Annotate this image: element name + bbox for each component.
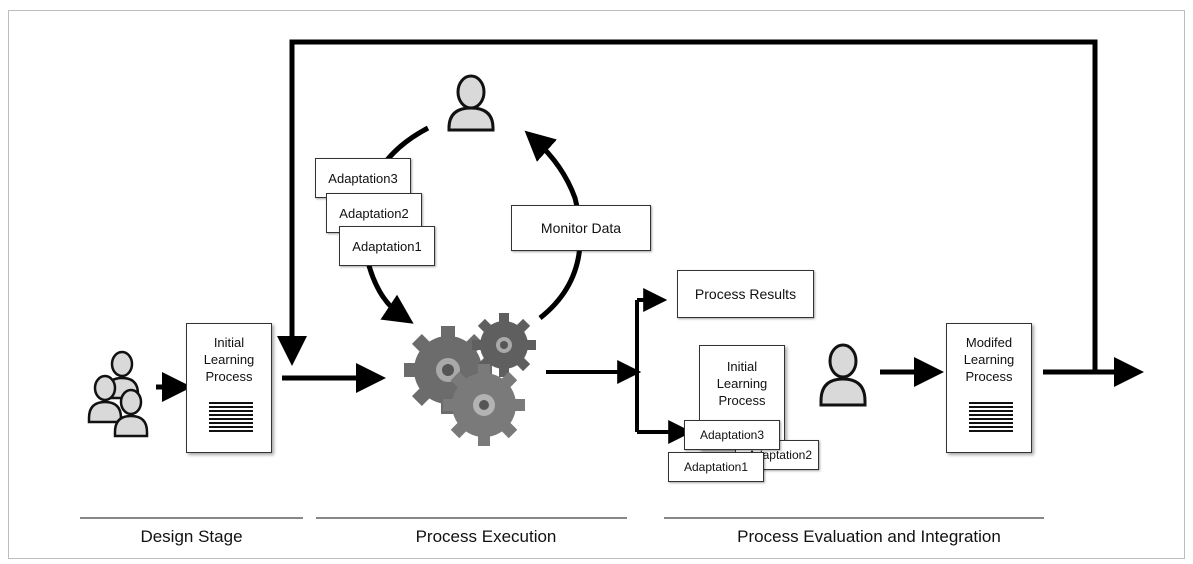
evaluator-person-icon <box>819 343 867 407</box>
modified-process-title: Modifed Learning Process <box>963 335 1015 384</box>
adaptation2-label: Adaptation2 <box>339 205 409 221</box>
result-process-title: Initial Learning Process <box>716 359 768 408</box>
evaluation-stage-label: Process Evaluation and Integration <box>737 527 1001 546</box>
modified-process-document: Modifed Learning Process <box>946 323 1032 453</box>
result-adaptation3-label: Adaptation3 <box>699 428 765 442</box>
monitor-data-box: Monitor Data <box>511 205 651 251</box>
designer-group-icon <box>87 350 149 438</box>
initial-process-document: Initial Learning Process <box>186 323 272 453</box>
process-results-label: Process Results <box>694 286 797 302</box>
process-results-box: Process Results <box>677 270 814 318</box>
gears-icon <box>404 313 536 446</box>
initial-process-barcode <box>209 402 253 434</box>
design-stage-line <box>80 517 303 519</box>
modified-process-barcode <box>969 402 1013 434</box>
evaluation-stage-line <box>664 517 1044 519</box>
result-adaptation3-card: Adaptation3 <box>684 420 780 450</box>
diagram-frame <box>8 10 1185 559</box>
adaptation1-label: Adaptation1 <box>352 238 422 254</box>
adaptation3-card: Adaptation3 <box>315 158 411 198</box>
adaptation1-card: Adaptation1 <box>339 226 435 266</box>
execution-stage-label: Process Execution <box>415 527 557 546</box>
cycle-right-arrow <box>524 130 583 320</box>
feedback-loop-arrow <box>277 39 1098 372</box>
adaptation3-label: Adaptation3 <box>328 170 398 186</box>
execution-stage-line <box>316 517 627 519</box>
result-adaptation1-label: Adaptation1 <box>683 460 749 474</box>
monitor-data-label: Monitor Data <box>540 220 622 236</box>
result-adaptation1-card: Adaptation1 <box>668 452 764 482</box>
design-stage-label: Design Stage <box>140 527 243 546</box>
monitor-person-icon <box>447 74 495 132</box>
initial-process-title: Initial Learning Process <box>203 335 255 384</box>
